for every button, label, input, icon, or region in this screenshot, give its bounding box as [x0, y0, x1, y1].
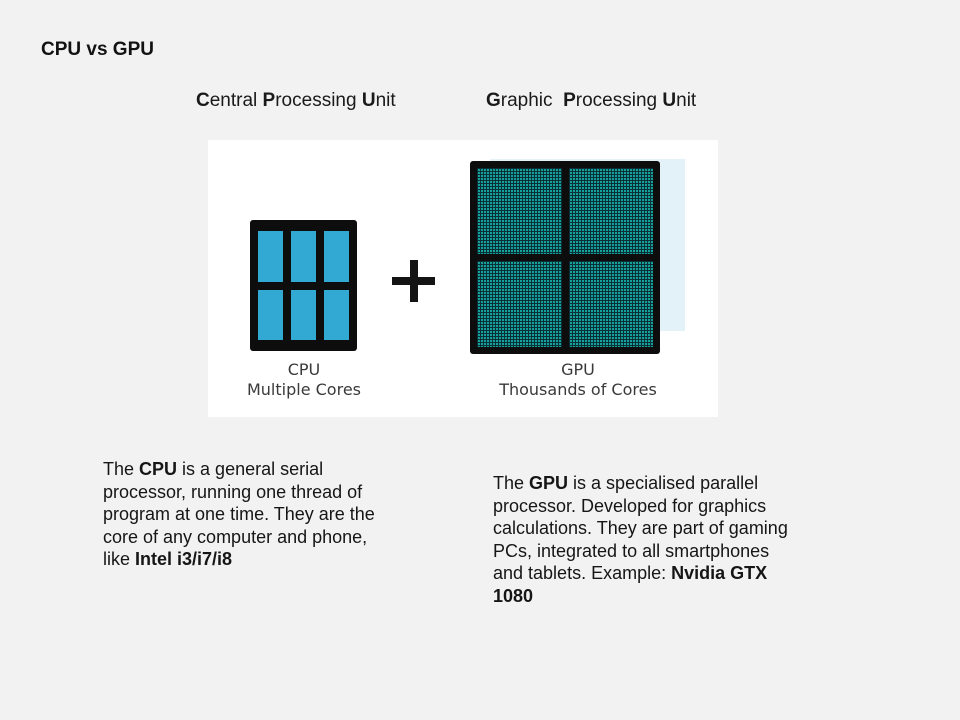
cpu-core-cell: [324, 231, 349, 282]
page-title: CPU vs GPU: [41, 39, 154, 60]
cpu-chip-icon: [250, 220, 357, 351]
gpu-core-grid: [568, 168, 653, 254]
cpu-gpu-diagram: CPU Multiple Cores GPU Thousands of Core…: [208, 140, 718, 417]
cpu-chip-label-desc: Multiple Cores: [246, 380, 361, 399]
cpu-core-cell: [258, 289, 283, 340]
plus-icon: [410, 260, 418, 302]
gpu-core-grid: [568, 261, 653, 347]
cpu-core-cell: [291, 289, 316, 340]
cpu-chip-label: CPU Multiple Cores: [224, 360, 384, 400]
gpu-chip-icon: [470, 161, 660, 354]
cpu-core-cell: [258, 231, 283, 282]
gpu-core-grid: [477, 261, 562, 347]
gpu-heading: Graphic Processing Unit: [486, 90, 697, 111]
cpu-heading: Central Processing Unit: [196, 90, 396, 111]
gpu-core-grid: [477, 168, 562, 254]
gpu-chip-label-desc: Thousands of Cores: [499, 380, 657, 399]
cpu-core-cell: [291, 231, 316, 282]
gpu-chip-label: GPU Thousands of Cores: [458, 360, 698, 400]
gpu-chip-label-name: GPU: [561, 360, 595, 379]
cpu-description: The CPU is a general serial processor, r…: [103, 459, 375, 570]
cpu-chip-label-name: CPU: [287, 360, 321, 379]
gpu-description: The GPU is a specialised parallel proces…: [493, 473, 788, 606]
cpu-core-cell: [324, 289, 349, 340]
